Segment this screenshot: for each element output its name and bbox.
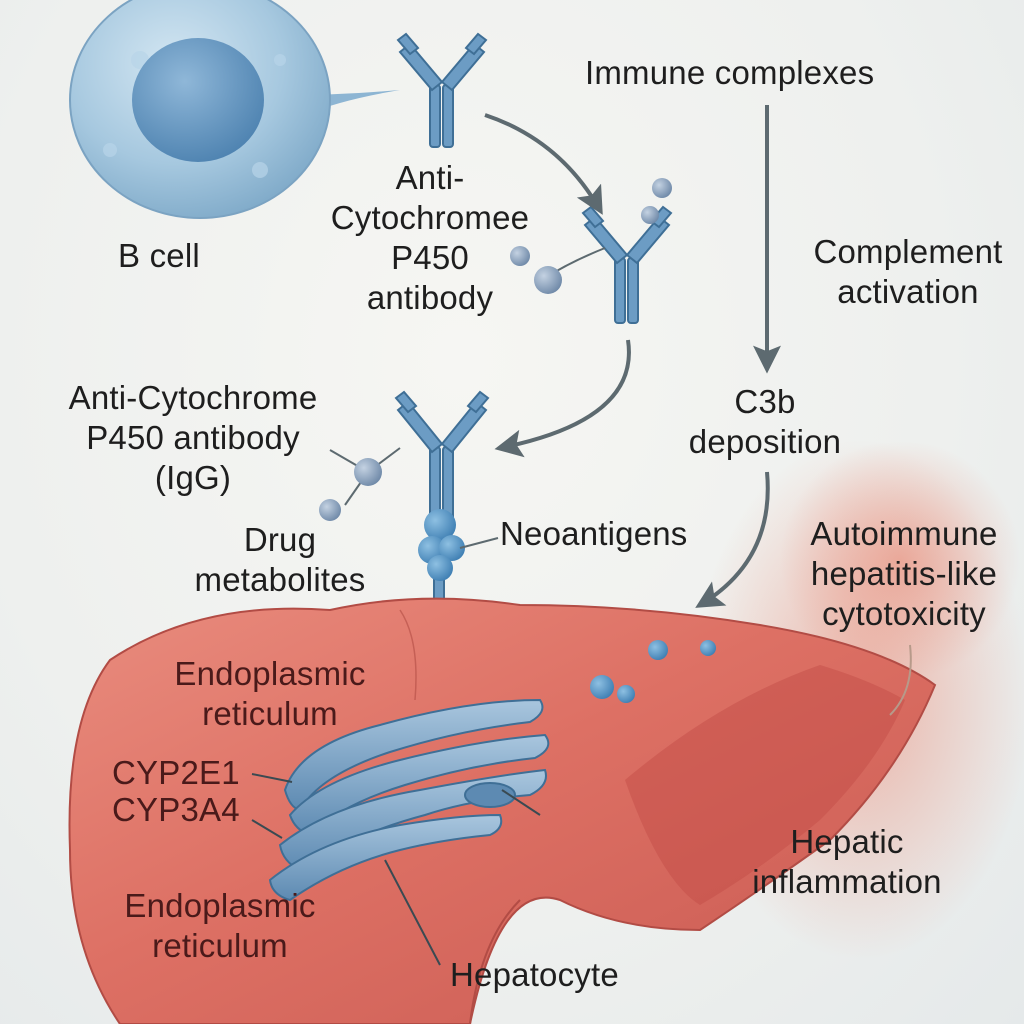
immune-complex (700, 640, 716, 656)
metabolite (641, 206, 659, 224)
arrow (494, 339, 631, 458)
leader-line (501, 789, 541, 816)
metabolite (652, 178, 672, 198)
hepatic-inflammation-label: Hepatic inflammation (752, 823, 942, 900)
leader-line (251, 819, 283, 839)
b-cell-label: B cell (118, 237, 200, 274)
endoplasmic-reticulum-icon (268, 698, 550, 902)
immune-complexes-label: Immune complexes (585, 54, 875, 91)
cyp3a4-label: CYP3A4 (112, 791, 240, 828)
leader-line (384, 859, 441, 966)
er-top-label: Endoplasmic reticulum (174, 655, 366, 732)
cyp2e1-label: CYP2E1 (112, 754, 240, 791)
drug-metabolites-label: Drug metabolites (194, 521, 366, 598)
neoantigen-cluster (418, 509, 465, 581)
leader-line (889, 644, 912, 716)
metabolite (319, 499, 341, 521)
autoimmune-label: Autoimmune hepatitis-like cytotoxicity (810, 515, 998, 632)
metabolite (510, 246, 530, 266)
b-cell-icon (69, 0, 400, 219)
arrow (484, 113, 603, 215)
y-antibody-icon-3 (394, 390, 490, 616)
leader-line (251, 773, 293, 783)
nucleus-icon (132, 38, 264, 162)
y-antibody-icon-2 (581, 205, 673, 324)
neoantigens-label: Neoantigens (500, 515, 688, 552)
arrow (695, 471, 770, 608)
y-antibody-icon (396, 32, 488, 148)
metabolite (354, 458, 382, 486)
hepatocyte-label: Hepatocyte (450, 956, 619, 993)
antibody-igg-label: Anti-Cytochrome P450 antibody (IgG) (68, 379, 318, 496)
metabolite (534, 266, 562, 294)
immune-complex (617, 685, 635, 703)
c3b-deposition-label: C3b deposition (688, 383, 842, 460)
inflammation-haze-2 (780, 440, 1020, 680)
er-bottom-label: Endoplasmic reticulum (124, 887, 316, 964)
complement-activation-label: Complement activation (813, 233, 1003, 310)
immune-complex (648, 640, 668, 660)
liver-icon (68, 597, 937, 1024)
antibody-top-label: Anti- Cytochromee P450 antibody (330, 159, 530, 316)
immune-complex (590, 675, 614, 699)
